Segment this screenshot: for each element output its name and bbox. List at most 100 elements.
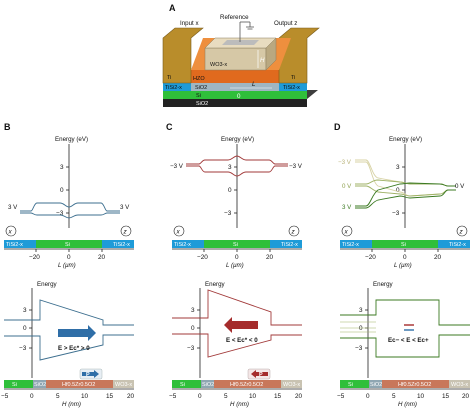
bl-bar-si-label: Si: [12, 382, 17, 388]
d-left-voltage-0: 0 V: [342, 183, 352, 190]
c-bar-mid-label: Si: [233, 242, 238, 248]
bl-bar-sio2-label: SiO2: [34, 382, 46, 388]
c-left-voltage: −3 V: [170, 163, 184, 170]
cl-xtick-label-4: 10: [249, 393, 257, 400]
hzo-label: HZO: [193, 76, 205, 82]
c-energy-title: Energy (eV): [221, 136, 254, 143]
origin-label: 0: [237, 93, 241, 100]
b-left-voltage: 3 V: [8, 204, 18, 211]
d-bar-tisi-right: [438, 240, 470, 248]
d-left-voltage-3: 3 V: [342, 204, 352, 211]
cl-polarization-arrow: [251, 370, 268, 378]
c-xtick-label-1: −20: [197, 254, 208, 261]
c-x-axis-title: L (μm): [226, 262, 244, 269]
bl-energy-title: Energy: [37, 281, 58, 288]
dl-conduction-band: [340, 299, 470, 326]
d-node-z: [456, 225, 468, 237]
dl-bar-wo: [449, 380, 470, 388]
sio2-bottom-layer: [163, 99, 307, 107]
sio2-top-layer: [191, 83, 279, 91]
dl-bar-si-label: Si: [348, 382, 353, 388]
d-node-x-label: x: [344, 229, 349, 236]
b-xtick-label-3: 20: [98, 254, 106, 261]
bl-field-arrow: [58, 325, 96, 341]
bl-xtick-label-1: −5: [1, 393, 9, 400]
bl-bar-wo: [113, 380, 134, 388]
d-xtick-label-3: 20: [434, 254, 442, 261]
panel-c-upper: Energy (eV) 3 0 −3 −3 V −3 V x z TiSi2-x…: [170, 136, 303, 269]
cl-bar-wo-label: WO3-x: [283, 382, 300, 388]
dl-ytick-label-3: 3: [359, 307, 363, 314]
bl-x-axis-title: H (nm): [62, 401, 81, 408]
c-ytick-label-m3: −3: [224, 210, 232, 217]
d-node-z-label: z: [459, 229, 464, 236]
d-curve-m3v-cb: [355, 159, 456, 187]
b-bar-left-label: TiSi2-x: [6, 242, 23, 248]
bl-bar-wo-label: WO3-x: [115, 382, 132, 388]
panel-label-d: D: [334, 122, 341, 132]
d-curve-0v-vb: [355, 185, 456, 197]
cl-bar-sio2-label: SiO2: [202, 382, 214, 388]
hzo-layer: [191, 70, 279, 83]
b-node-z-label: z: [123, 229, 128, 236]
c-node-z-label: z: [291, 229, 296, 236]
panel-b-lower: Energy 3 0 −3 E > Ec* > 0 Si SiO2 Hf0.5Z…: [1, 281, 135, 408]
b-bar-tisi-left: [4, 240, 36, 248]
bl-xtick-label-5: 15: [106, 393, 114, 400]
bl-xtick-label-4: 10: [81, 393, 89, 400]
panel-c-lower: Energy 3 0 −3 E < Ec* < 0 Si SiO2 Hf0.5Z…: [169, 281, 303, 408]
bl-xtick-label-3: 5: [56, 393, 60, 400]
cl-field-text: E < Ec* < 0: [226, 337, 258, 344]
reference-label: Reference: [220, 14, 249, 21]
bl-bar-hzo-label: Hf0.5Zr0.5O2: [62, 382, 95, 388]
c-bar-right-label: TiSi2-x: [281, 242, 298, 248]
bl-ytick-label-3: 3: [23, 307, 27, 314]
panel-label-a: A: [169, 3, 176, 13]
d-bar-right-label: TiSi2-x: [449, 242, 466, 248]
dl-left-levels: [340, 321, 376, 333]
dl-xtick-label-4: 10: [417, 393, 425, 400]
b-energy-title: Energy (eV): [55, 136, 88, 143]
cl-polarization-label: P: [259, 372, 263, 378]
d-ytick-label-0: 0: [396, 187, 400, 194]
dl-energy-title: Energy: [373, 281, 394, 288]
cl-bar-wo: [281, 380, 302, 388]
l-dimension-label: L: [252, 81, 256, 88]
b-ytick-label-0: 0: [60, 187, 64, 194]
cl-bar-si-label: Si: [180, 382, 185, 388]
d-xtick-label-1: −20: [365, 254, 376, 261]
dl-valence-band: [340, 334, 470, 358]
c-node-z: [288, 225, 300, 237]
c-xtick-label-3: 20: [266, 254, 274, 261]
d-bar-si: [372, 240, 438, 248]
d-ytick-label-3: 3: [396, 164, 400, 171]
tisi-left-layer: [163, 83, 191, 91]
b-bar-tisi-right: [102, 240, 134, 248]
bl-bar-si: [4, 380, 33, 388]
dl-range-text: Ec− < E < Ec+: [388, 337, 429, 344]
dl-bar-hzo-label: Hf0.5Zr0.5O2: [398, 382, 431, 388]
bl-ytick-label-0: 0: [23, 325, 27, 332]
dl-bar-si: [340, 380, 369, 388]
cl-x-axis-title: H (nm): [230, 401, 249, 408]
b-x-axis-title: L (μm): [58, 262, 76, 269]
ti-left-electrode: [162, 27, 204, 84]
wo-block-side: [265, 37, 277, 71]
b-xtick-label-1: −20: [29, 254, 40, 261]
dl-xtick-label-2: 0: [366, 393, 370, 400]
d-curve-3v-vb: [355, 189, 456, 209]
panel-b-upper: Energy (eV) 3 0 −3 3 V 3 V x z TiSi2-x S…: [4, 136, 134, 269]
c-node-x-label: x: [176, 229, 181, 236]
panel-d-lower: Energy 3 0 −3 Ec− < E < Ec+ Si SiO2 Hf0.…: [337, 281, 470, 408]
cl-bar-hzo: [214, 380, 281, 388]
c-bar-tisi-right: [270, 240, 302, 248]
b-node-x: [5, 225, 17, 237]
b-right-voltage: 3 V: [120, 204, 130, 211]
output-label: Output z: [274, 20, 297, 27]
b-bar-right-label: TiSi2-x: [113, 242, 130, 248]
c-ytick-label-0: 0: [228, 187, 232, 194]
ti-right-electrode: [278, 27, 320, 84]
si-label: Si: [196, 93, 201, 99]
bl-xtick-label-2: 0: [30, 393, 34, 400]
